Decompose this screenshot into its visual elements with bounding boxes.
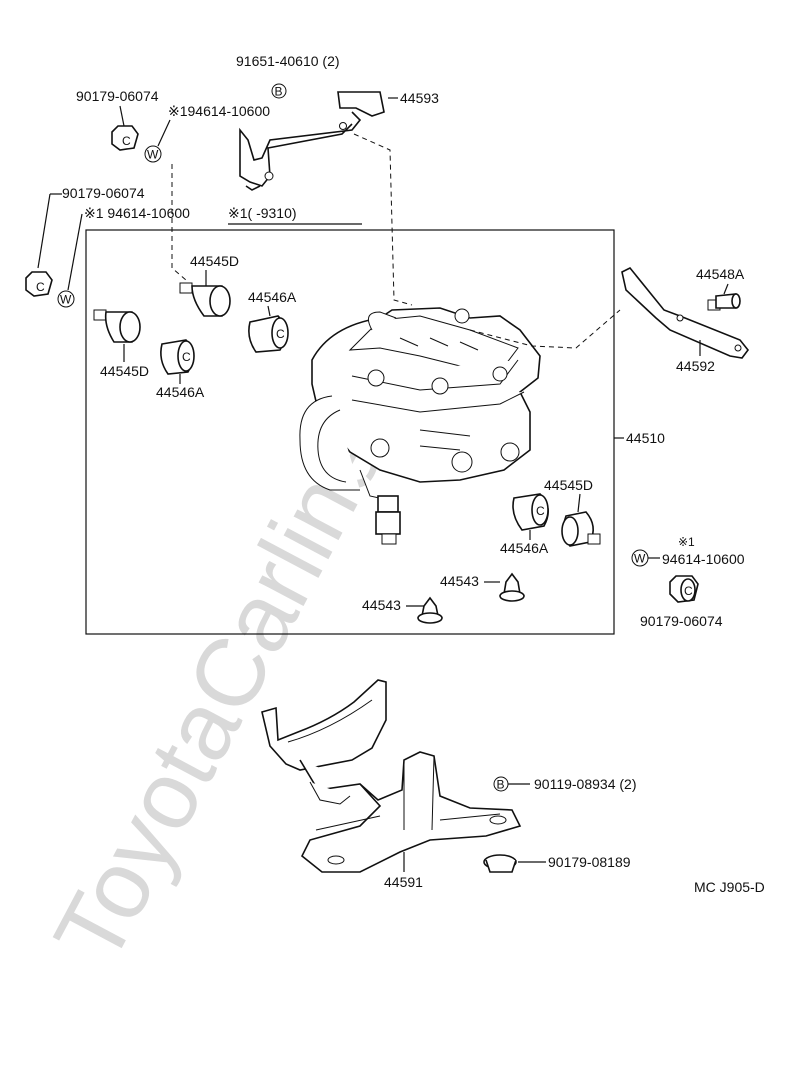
label-90119-08934: 90119-08934 (2) (534, 776, 636, 792)
label-90179-08189: 90179-08189 (548, 854, 631, 870)
label-44546A-a: 44546A (248, 289, 297, 305)
cushion-44546A-b: C (160, 339, 195, 375)
label-94614-top: ※194614-10600 (168, 103, 270, 119)
label-94614-right: 94614-10600 (662, 551, 745, 567)
clip-44543-b (417, 596, 443, 624)
svg-text:C: C (536, 504, 545, 518)
diagram-code: MC J905-D (694, 879, 765, 895)
label-44592: 44592 (676, 358, 715, 374)
label-44546A-c: 44546A (500, 540, 549, 556)
svg-text:B: B (275, 85, 283, 99)
label-44545D-c: 44545D (544, 477, 593, 493)
label-91651-40610: 91651-40610 (2) (236, 53, 340, 69)
label-44543-a: 44543 (440, 573, 479, 589)
bracket-44591 (261, 679, 522, 873)
cushion-44546A-a: C (248, 315, 289, 353)
svg-text:C: C (36, 280, 45, 294)
label-44593: 44593 (400, 90, 439, 106)
nut-c-top: C (111, 125, 139, 151)
label-44545D-b: 44545D (100, 363, 149, 379)
actuator-44510 (299, 307, 541, 501)
cushion-44546A-c: C (512, 493, 549, 531)
svg-text:W: W (60, 293, 72, 307)
label-90179-right: 90179-06074 (640, 613, 723, 629)
label-44510: 44510 (626, 430, 665, 446)
svg-text:C: C (182, 350, 191, 364)
clip-44543-a (499, 572, 525, 602)
assembly-box-44510 (85, 229, 615, 635)
svg-text:C: C (684, 584, 693, 598)
label-44548A: 44548A (696, 266, 745, 282)
svg-text:W: W (634, 552, 646, 566)
bolt-b-symbol-top: B (271, 83, 287, 99)
bracket-44592 (621, 266, 750, 359)
bolt-b-symbol-bottom: B (493, 776, 509, 792)
svg-text:W: W (147, 148, 159, 162)
bracket-44593 (239, 91, 385, 191)
note-bracket: ※1( -9310) (228, 205, 297, 221)
nut-c-left: C (25, 271, 53, 297)
bolt-44548A (707, 293, 741, 311)
label-44543-b: 44543 (362, 597, 401, 613)
svg-text:B: B (497, 778, 505, 792)
nut-90179-08189 (483, 854, 517, 873)
label-44545D-a: 44545D (190, 253, 239, 269)
insulator-44545D-b (93, 309, 141, 343)
insulator-44545D-c (561, 511, 601, 547)
svg-text:C: C (276, 327, 285, 341)
label-90179-top: 90179-06074 (76, 88, 159, 104)
label-44546A-b: 44546A (156, 384, 205, 400)
insulator-44545D-a (179, 282, 231, 317)
washer-w-top: W (144, 145, 162, 163)
washer-w-left: W (57, 290, 75, 308)
washer-w-right: W (631, 549, 649, 567)
note-mark-right: ※1 (678, 535, 695, 549)
label-90179-left: 90179-06074 (62, 185, 145, 201)
svg-text:C: C (122, 134, 131, 148)
label-44591: 44591 (384, 874, 423, 890)
connector-plug (375, 495, 401, 545)
nut-c-right: C (669, 575, 699, 603)
label-94614-left: ※1 94614-10600 (84, 205, 190, 221)
